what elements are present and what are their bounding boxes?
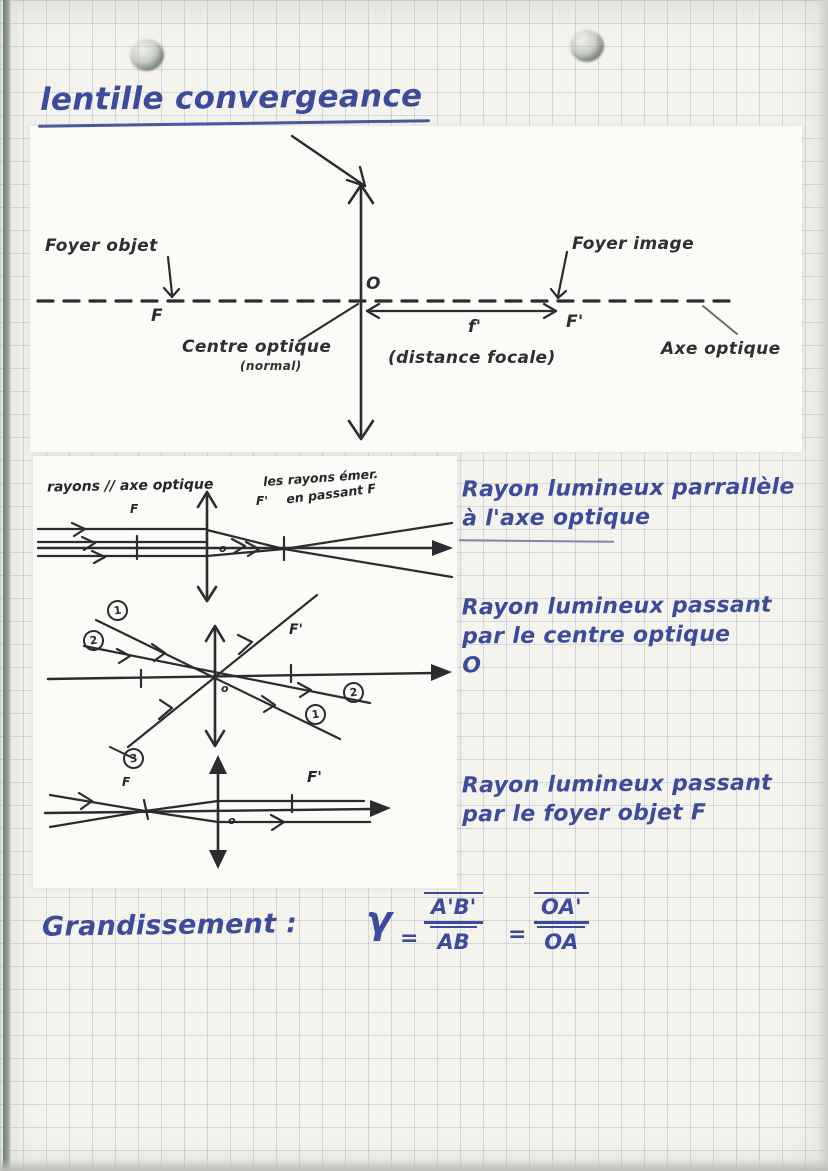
foyer-image-label: Foyer image [572, 234, 694, 254]
foyer-objet-label: Foyer objet [45, 236, 158, 256]
page-title: lentille convergeance [39, 77, 423, 119]
note-parallel-ray: Rayon lumineux parrallèle à l'axe optiqu… [462, 473, 795, 534]
binder-hole-left [130, 39, 164, 71]
fraction1-denominator: AB [430, 925, 477, 954]
page-edge-bottom [0, 1159, 828, 1171]
note-centre-ray-line1: Rayon lumineux passant [461, 592, 772, 621]
d1-caption-f-prime: F' [256, 494, 268, 508]
binder-hole-right [570, 30, 604, 62]
note-focus-ray: Rayon lumineux passant par le foyer obje… [462, 769, 773, 830]
grandissement-label: Grandissement : [41, 908, 298, 943]
point-o-label: O [366, 274, 381, 294]
note-centre-ray-line3: O [462, 653, 482, 679]
centre-optique-label: Centre optique [182, 337, 332, 357]
page-edge-right [818, 0, 828, 1171]
fraction1-numerator: A'B' [424, 892, 484, 924]
d3-f-label: F [122, 775, 131, 789]
equals-sign-1: = [400, 926, 419, 951]
d3-o-label: o [228, 814, 236, 827]
point-f-prime-label: F' [566, 312, 584, 332]
d3-f-prime-label: F' [307, 768, 322, 786]
note-parallel-ray-line1: Rayon lumineux parrallèle [461, 474, 795, 503]
note-focus-ray-line2: par le foyer objet F [462, 800, 707, 828]
axe-optique-label: Axe optique [661, 339, 781, 359]
centre-optique-sub-label: (normal) [240, 359, 302, 373]
pasted-sheet-ray-diagrams [33, 456, 457, 888]
equals-sign-2: = [508, 922, 527, 947]
d2-f-prime-label: F' [289, 622, 303, 638]
fraction2-denominator: OA [537, 925, 586, 954]
note-parallel-ray-line2: à l'axe optique [462, 504, 651, 532]
d2-o-label: o [221, 682, 229, 695]
fraction-abprime-over-ab: A'B' AB [424, 892, 484, 954]
focal-sub-label: (distance focale) [388, 348, 556, 368]
caption-rays-parallel: rayons // axe optique [46, 476, 214, 496]
gamma-symbol: γ [366, 898, 393, 942]
note-centre-ray: Rayon lumineux passant par le centre opt… [462, 591, 773, 681]
focal-length-label: f' [468, 317, 482, 337]
d1-f-label: F [130, 502, 139, 516]
fraction-oaprime-over-oa: OA' OA [534, 892, 589, 954]
pasted-sheet-main-diagram [30, 126, 802, 452]
fraction2-numerator: OA' [534, 892, 589, 924]
note-focus-ray-line1: Rayon lumineux passant [461, 770, 773, 799]
point-f-label: F [151, 306, 164, 326]
page-edge-left [3, 0, 11, 1171]
d1-o-label: o [219, 542, 227, 555]
note-centre-ray-line2: par le centre optique [461, 622, 731, 650]
